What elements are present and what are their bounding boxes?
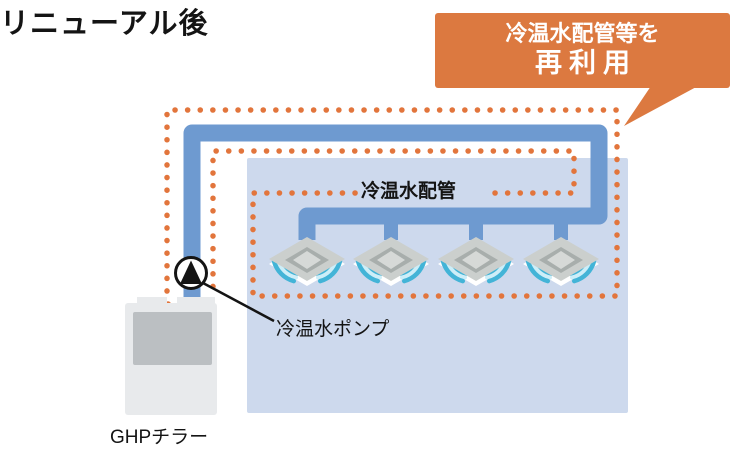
reuse-dotted-outline-icon [164,107,620,307]
callout-bubble [435,13,730,126]
piping-label: 冷温水配管 [361,181,457,202]
water-pipe-icon [183,124,608,303]
pump-leader-line [202,281,275,323]
callout-tail [624,86,698,126]
callout-line2: 再利用 [535,48,637,79]
pump-icon [174,256,208,290]
callout-text: 冷温水配管等を 再利用 [435,13,730,88]
chiller-label: GHPチラー [110,427,209,448]
callout-box [435,13,730,88]
page-title: リニューアル後 [0,8,209,40]
pump-label: 冷温水ポンプ [276,319,390,340]
ghp-chiller-icon [125,297,217,415]
callout-line1: 冷温水配管等を [505,20,660,46]
